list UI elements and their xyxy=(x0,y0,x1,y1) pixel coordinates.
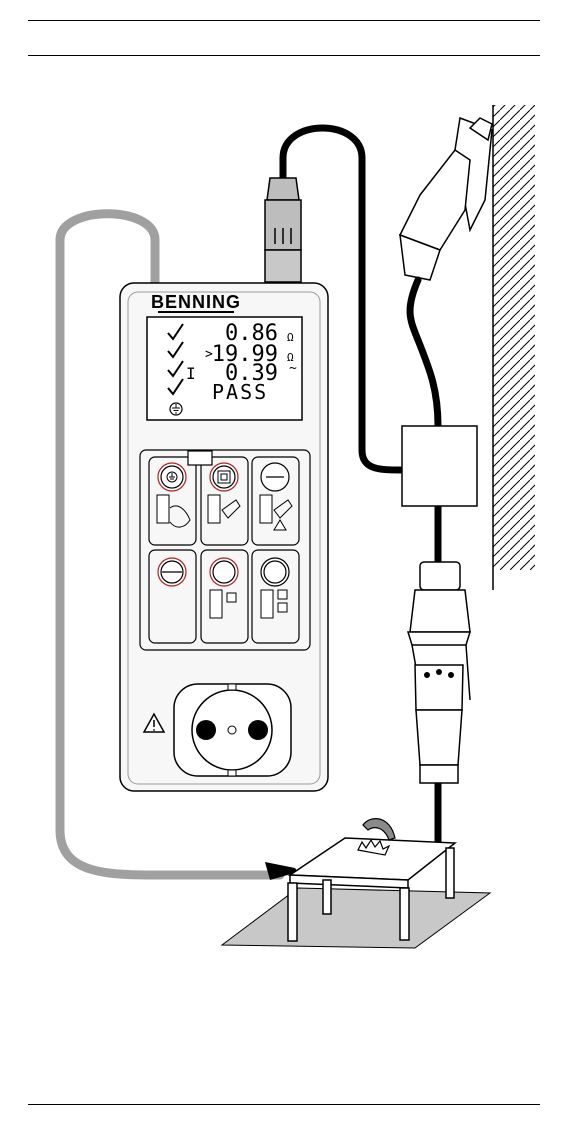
tester-pictogram-icon xyxy=(157,495,169,523)
black-cable-wall xyxy=(410,280,438,426)
socket-pictogram-icon xyxy=(227,593,236,602)
device-pictogram-icon xyxy=(278,590,287,599)
function-button-3[interactable] xyxy=(252,550,299,643)
display-prefix: I xyxy=(186,364,196,383)
test-socket[interactable] xyxy=(174,684,291,776)
socket-pin-hole xyxy=(248,720,268,740)
brand-logo: BENNING xyxy=(151,292,241,312)
earth-test-button[interactable] xyxy=(149,457,196,545)
tester-pictogram-icon xyxy=(260,495,272,523)
tester-pictogram-icon xyxy=(208,495,220,523)
socket-pin-hole xyxy=(196,720,216,740)
leakage-test-button[interactable] xyxy=(252,457,299,545)
display-unit: Ω xyxy=(287,331,294,344)
tester-pictogram-icon xyxy=(210,590,222,618)
wall xyxy=(493,105,535,590)
tester-pictogram-icon xyxy=(261,590,273,618)
adapter-box xyxy=(402,426,477,506)
display-status: PASS xyxy=(212,380,268,404)
cee-plug xyxy=(415,665,463,783)
function-button-1[interactable] xyxy=(149,550,196,643)
device-connector xyxy=(265,178,301,282)
wall-plug xyxy=(400,118,492,280)
display-unit: ~ xyxy=(289,361,297,376)
function-button-2[interactable] xyxy=(201,550,248,643)
